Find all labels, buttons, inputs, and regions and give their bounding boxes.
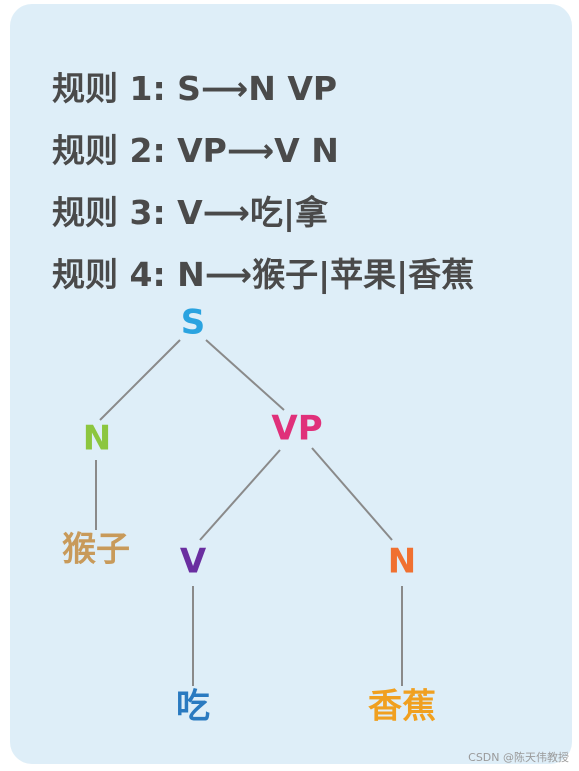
rule-2: 规则 2: VP⟶V N [52,131,339,170]
edge-vp-n [311,447,393,541]
node-eat: 吃 [176,687,210,727]
grammar-rules: 规则 1: S⟶N VP 规则 2: VP⟶V N 规则 3: V⟶吃|拿 规则… [52,58,474,306]
node-n-object: N [388,542,416,582]
watermark: CSDN @陈天伟教授 [468,751,569,764]
diagram-panel [10,4,572,764]
node-banana: 香蕉 [368,687,436,727]
node-s: S [181,303,206,343]
node-monkey: 猴子 [62,530,130,570]
edge-s-vp [205,339,285,411]
node-v: V [180,542,207,582]
node-n: N [83,419,111,459]
edge-vp-v [199,449,281,541]
node-vp: VP [271,409,322,449]
rule-3: 规则 3: V⟶吃|拿 [52,193,329,232]
rule-4: 规则 4: N⟶猴子|苹果|香蕉 [52,255,475,294]
edge-s-n [99,339,181,421]
rule-1: 规则 1: S⟶N VP [52,69,338,108]
